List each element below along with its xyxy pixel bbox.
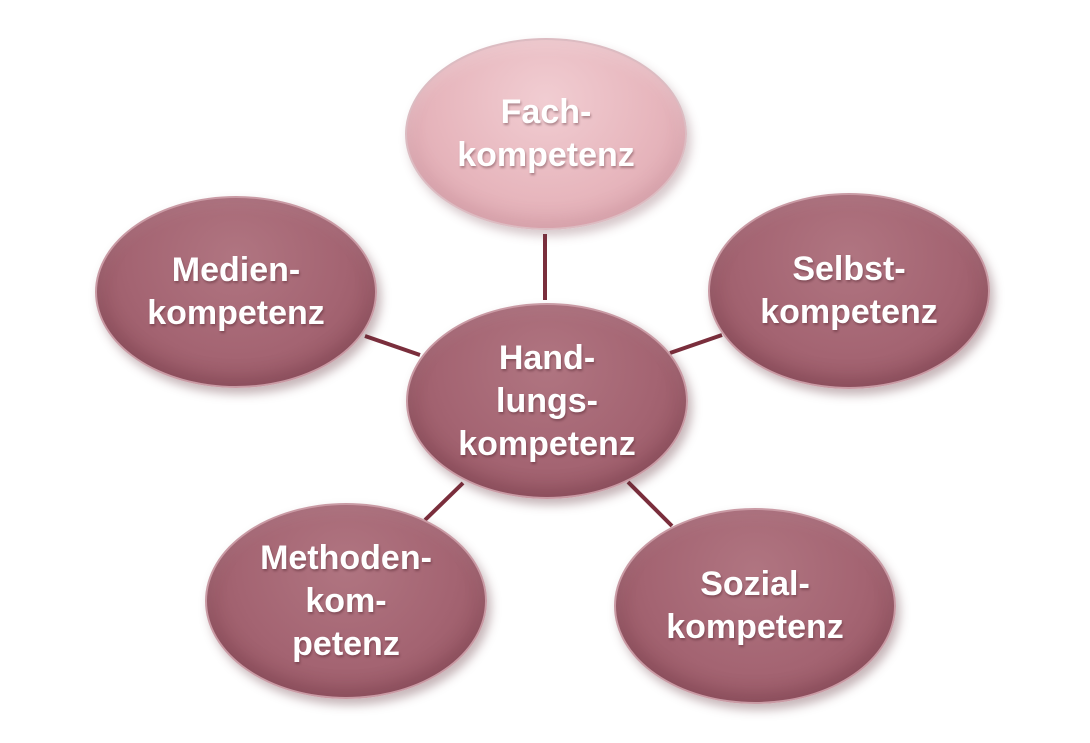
node-label-line: lungs- <box>496 381 598 420</box>
node-methodenkompetenz: Methoden- kom- petenz <box>205 503 487 699</box>
node-label: Selbst- kompetenz <box>760 248 938 334</box>
node-label-line: petenz <box>292 624 400 663</box>
node-label-line: Sozial- <box>700 565 810 603</box>
connector-methoden <box>423 481 465 522</box>
node-label-line: kompetenz <box>457 136 635 174</box>
node-handlungskompetenz: Hand- lungs- kompetenz <box>406 303 688 499</box>
node-label-line: kom- <box>305 581 387 620</box>
node-label-line: kompetenz <box>666 608 844 646</box>
node-label-line: kompetenz <box>760 293 938 331</box>
connector-medien <box>364 334 421 357</box>
node-selbstkompetenz: Selbst- kompetenz <box>708 193 990 389</box>
node-medienkompetenz: Medien- kompetenz <box>95 196 377 388</box>
node-label-line: Selbst- <box>792 250 906 288</box>
node-label: Hand- lungs- kompetenz <box>458 337 636 466</box>
node-label-line: Methoden- <box>260 538 432 577</box>
node-label-line: kompetenz <box>458 424 636 463</box>
connector-selbst <box>669 333 723 355</box>
node-fachkompetenz: Fach- kompetenz <box>405 38 687 230</box>
node-label-line: kompetenz <box>147 294 325 332</box>
node-label-line: Hand- <box>498 338 596 377</box>
node-label: Fach- kompetenz <box>457 91 635 177</box>
node-label: Methoden- kom- petenz <box>260 537 432 666</box>
node-label: Sozial- kompetenz <box>666 563 844 649</box>
connector-sozial <box>626 480 674 528</box>
node-sozialkompetenz: Sozial- kompetenz <box>614 508 896 704</box>
node-label-line: Medien- <box>171 251 301 289</box>
node-label: Medien- kompetenz <box>147 249 325 335</box>
node-label-line: Fach- <box>500 93 592 131</box>
